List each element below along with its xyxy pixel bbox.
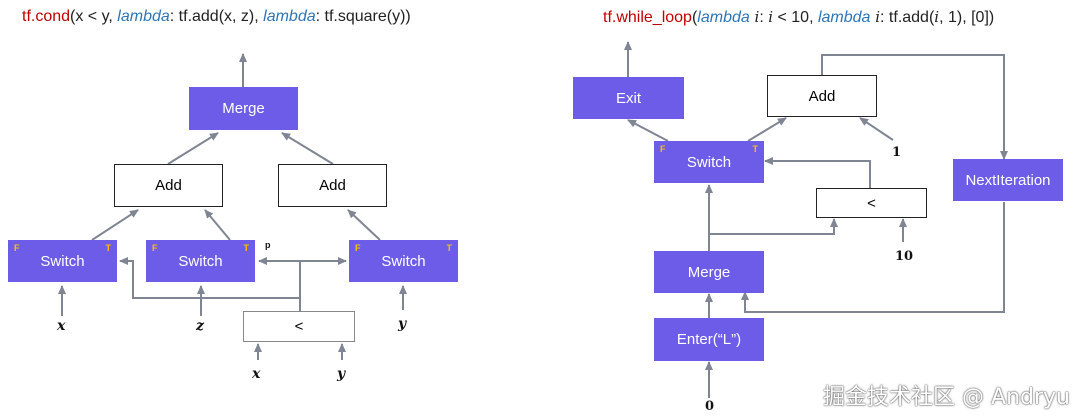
true-branch-flag: T [752,144,759,154]
edge-switch3-add2 [347,209,381,241]
edge-switch-add [747,117,787,142]
loop-var: i [934,8,940,26]
edge-less-switch [764,157,871,188]
edge-merge-less [709,218,838,235]
cond-caption: tf.cond(x < y, lambda: tf.add(x, z), lam… [22,8,411,26]
watermark: 掘金技术社区 @ Andryu [823,385,1070,410]
true-branch-flag: T [105,243,112,253]
while-enter-node: Enter(“L”) [654,318,764,361]
cond-switch-node-3: F T Switch [349,240,458,282]
lambda-keyword: lambda [697,9,750,26]
while-switch-node: F T Switch [654,141,764,183]
node-label: Add [155,177,182,194]
node-label: Add [319,177,346,194]
while-add-node: Add [767,75,877,117]
cond-merge-node: Merge [189,87,298,130]
node-label: Enter(“L”) [676,331,742,348]
loop-var: i [870,8,881,26]
const-10: 10 [895,249,914,264]
cond-fn-name: tf.cond [22,8,71,25]
while-nextiteration-node: NextIteration [953,159,1063,201]
node-label: Add [808,87,836,105]
caption-text: < 10, [773,9,818,26]
loop-var: i [749,8,760,26]
caption-text: : [759,9,769,26]
loop-var: i [768,8,774,26]
input-x: x [57,318,66,334]
true-branch-flag: T [243,243,250,253]
cond-switch-node-2: F T Switch [146,240,255,282]
cond-add-node-2: Add [278,164,387,207]
while-exit-node: Exit [573,77,684,119]
lambda-keyword: lambda [263,8,316,25]
predicate-label: p [265,240,271,250]
node-label: Switch [686,153,732,171]
input-y: y [398,316,407,332]
lambda-keyword: lambda [817,9,871,26]
node-label: Merge [222,100,265,117]
edge-1-add [859,117,894,141]
edge-add1-merge [167,132,219,165]
node-label: NextIteration [965,171,1051,189]
edge-switch2-add1 [204,209,231,241]
false-branch-flag: F [152,243,158,253]
false-branch-flag: F [660,144,666,154]
node-label: Switch [178,252,223,270]
node-label: Switch [40,252,85,270]
true-branch-flag: T [446,243,453,253]
edge-p-switch1 [119,257,300,299]
const-0: 0 [705,399,715,414]
node-label: Switch [381,252,426,270]
edge-switch-exit [627,119,669,142]
lambda-keyword: lambda [117,8,170,25]
while-merge-node: Merge [654,251,764,293]
edge-add2-merge [281,132,334,165]
node-label: Merge [687,263,731,281]
while-fn-name: tf.while_loop [603,9,692,26]
edge-nextiteration-merge [741,202,1005,313]
caption-text: : tf.square(y)) [315,8,411,25]
node-label: Exit [615,89,641,107]
input-z: z [196,318,204,334]
caption-text: : tf.add( [880,9,935,26]
edge-switch1-add1 [91,209,139,241]
edge-add-nextiteration [821,54,1008,160]
caption-text: (x < y, [70,8,118,25]
while-loop-caption: tf.while_loop(lambda i: i < 10, lambda i… [603,8,994,27]
cond-switch-node-1: F T Switch [8,240,117,282]
cond-less-node: < [243,311,355,342]
const-1: 1 [892,145,902,160]
false-branch-flag: F [355,243,361,253]
caption-text: ( [691,9,698,26]
less-input-y: y [337,366,346,382]
false-branch-flag: F [14,243,20,253]
node-label: < [294,318,304,335]
cond-add-node-1: Add [114,164,223,207]
node-label: < [867,194,876,212]
less-input-x: x [252,366,261,382]
caption-text: : tf.add(x, z), [169,8,264,25]
while-less-node: < [816,188,927,218]
caption-text: , 1), [0]) [939,9,995,26]
